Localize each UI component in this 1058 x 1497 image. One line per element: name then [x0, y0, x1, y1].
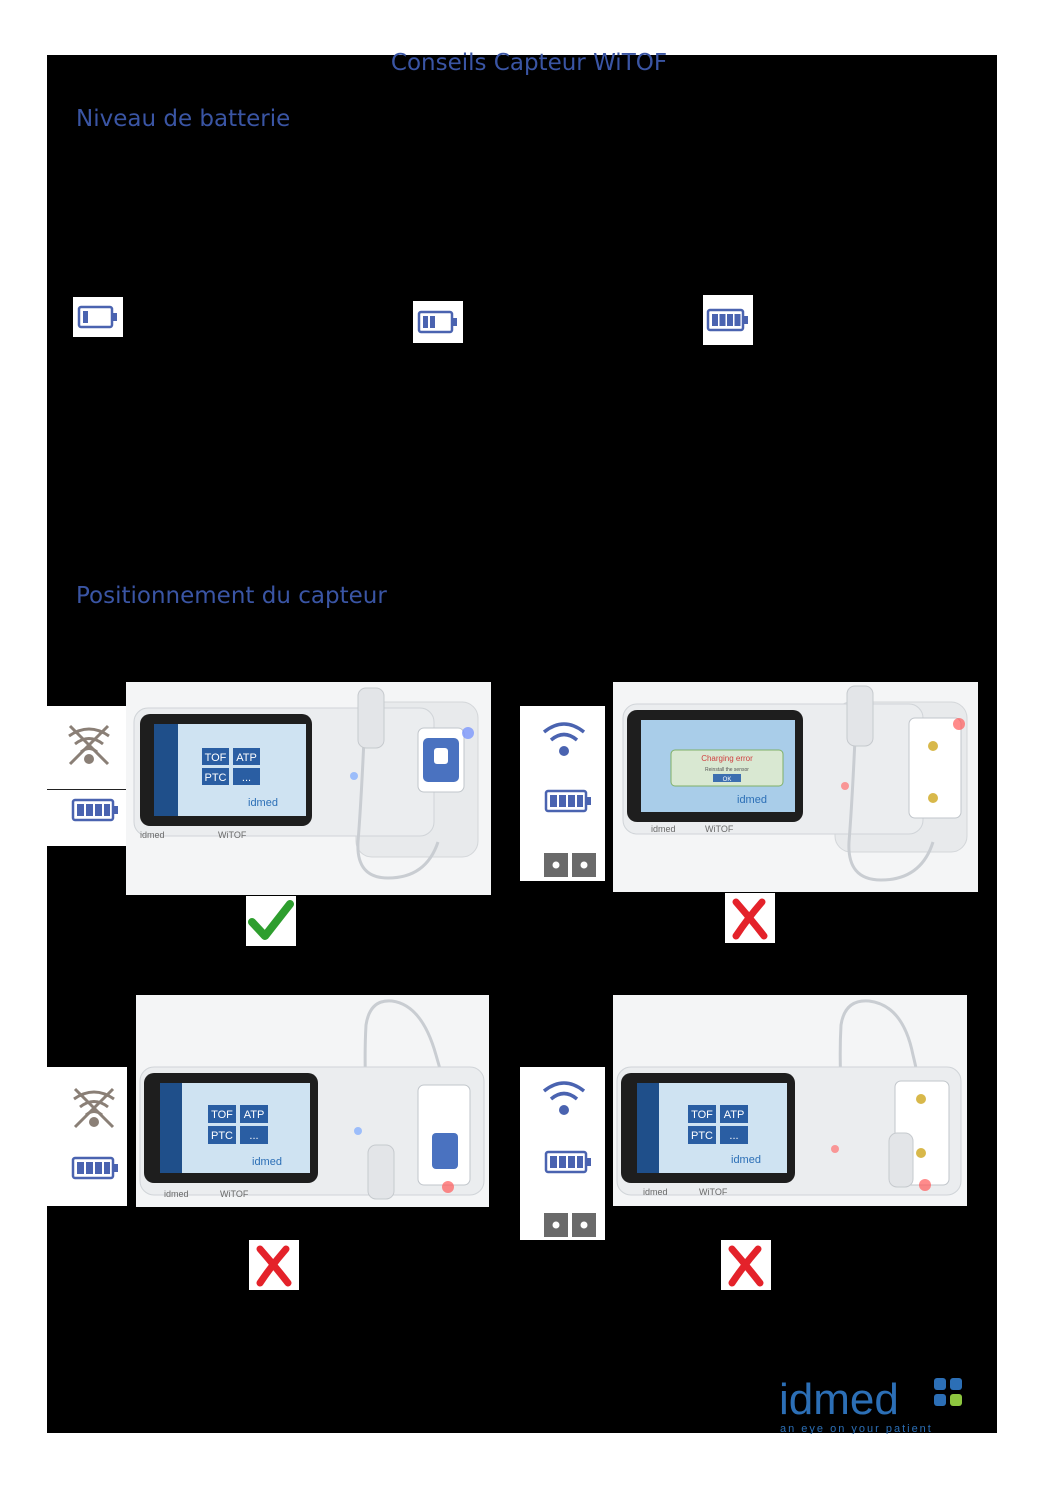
device-button-more: ... — [242, 772, 251, 784]
error-title: Charging error — [701, 754, 753, 763]
electrode-icon — [544, 853, 596, 877]
battery-half-icon — [413, 301, 463, 343]
battery-full-icon — [71, 1156, 118, 1180]
document-title: Conseils Capteur WiTOF — [390, 50, 668, 76]
cross-mark-icon — [721, 1240, 771, 1290]
idmed-logo: idmed an eye on your patient — [777, 1372, 973, 1435]
device-button-atp: ATP — [724, 1109, 745, 1121]
error-text: Reinstall the sensor — [705, 767, 749, 773]
signal-icon — [542, 722, 586, 756]
no-signal-icon — [73, 1087, 115, 1129]
device-model-label: WiTOF — [699, 1187, 728, 1197]
device-brand-label: idmed — [164, 1189, 189, 1199]
device-button-ptc: PTC — [211, 1130, 233, 1142]
logo-text: idmed — [779, 1375, 899, 1424]
signal-icon — [542, 1081, 586, 1115]
device-brand-label: idmed — [140, 830, 165, 840]
device-photo-3: TOF ATP PTC ... idmed idmed WiTOF — [136, 995, 489, 1207]
device-button-ptc: PTC — [691, 1130, 713, 1142]
device-button-ptc: PTC — [205, 772, 227, 784]
device-photo-1: TOF ATP PTC ... idmed idmed WiTOF — [126, 682, 491, 895]
device-photo-2: Charging error Reinstall the sensor OK i… — [613, 682, 978, 892]
device-button-more: ... — [729, 1130, 738, 1142]
device-button-tof: TOF — [691, 1109, 713, 1121]
battery-full-icon — [703, 295, 753, 345]
section-title-battery: Niveau de batterie — [76, 106, 291, 132]
status-panel-2 — [520, 706, 605, 881]
cross-mark-icon — [725, 893, 775, 943]
battery-full-icon — [71, 798, 118, 822]
screen-brand-text: idmed — [737, 794, 767, 806]
device-button-atp: ATP — [236, 752, 257, 764]
status-panel-3 — [47, 1067, 127, 1206]
device-button-atp: ATP — [244, 1109, 265, 1121]
status-panel-4 — [520, 1067, 605, 1240]
screen-brand-text: idmed — [252, 1156, 282, 1168]
section-title-positioning: Positionnement du capteur — [76, 583, 387, 609]
device-photo-4: TOF ATP PTC ... idmed idmed WiTOF — [613, 995, 967, 1206]
screen-brand-text: idmed — [248, 797, 278, 809]
battery-full-icon — [544, 789, 591, 813]
device-model-label: WiTOF — [705, 824, 734, 834]
no-signal-icon — [68, 724, 110, 766]
status-panel-1 — [47, 706, 126, 846]
battery-full-icon — [544, 1150, 591, 1174]
electrode-icon — [544, 1213, 596, 1237]
device-button-more: ... — [249, 1130, 258, 1142]
device-model-label: WiTOF — [220, 1189, 249, 1199]
error-ok-button: OK — [723, 777, 732, 783]
check-mark-icon — [246, 896, 296, 946]
screen-brand-text: idmed — [731, 1154, 761, 1166]
device-brand-label: idmed — [643, 1187, 668, 1197]
device-button-tof: TOF — [211, 1109, 233, 1121]
device-model-label: WiTOF — [218, 830, 247, 840]
device-button-tof: TOF — [205, 752, 227, 764]
device-brand-label: idmed — [651, 824, 676, 834]
logo-tagline: an eye on your patient — [780, 1423, 933, 1434]
battery-low-icon — [73, 297, 123, 337]
cross-mark-icon — [249, 1240, 299, 1290]
